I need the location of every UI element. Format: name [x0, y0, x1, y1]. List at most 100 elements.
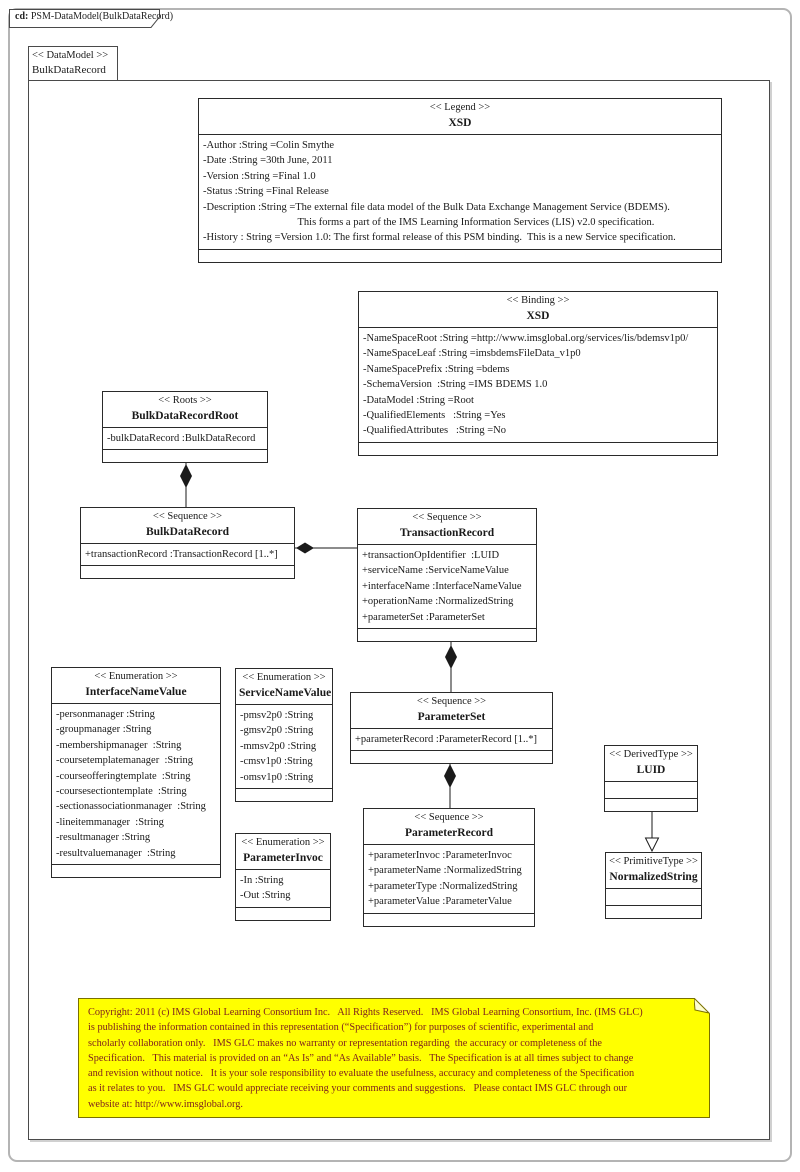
class-transactionrecord-stereotype: << Sequence >> [412, 512, 482, 523]
class-parameterinvoc-attributes: -In :String-Out :String [236, 870, 330, 908]
class-binding-attributes: -NameSpaceRoot :String =http://www.imsgl… [359, 328, 717, 443]
class-servicenamevalue: << Enumeration >> ServiceNameValue -pmsv… [235, 668, 333, 803]
attribute-line: -lineitemmanager :String [56, 816, 164, 828]
note-line: scholarly collaboration only. IMS GLC ma… [88, 1037, 603, 1049]
class-normalizedstring-operations-compartment [606, 906, 701, 918]
class-parameterset-stereotype: << Sequence >> [416, 696, 487, 707]
class-transactionrecord-attributes: +transactionOpIdentifier :LUID+serviceNa… [358, 545, 536, 630]
class-servicenamevalue-attributes: -pmsv2p0 :String-gmsv2p0 :String-mmsv2p0… [236, 705, 332, 790]
attribute-line: +parameterType :NormalizedString [368, 880, 518, 892]
attribute-line: -Author :String =Colin Smythe [203, 140, 335, 151]
attribute-line: +serviceName :ServiceNameValue [362, 565, 509, 577]
class-binding-name: XSD [526, 310, 550, 322]
datamodel-stereotype: << DataModel >> [32, 50, 109, 61]
outer-frame [8, 8, 792, 1162]
attribute-line: -NameSpacePrefix :String =bdems [363, 363, 510, 375]
attribute-line: -Status :String =Final Release [203, 186, 329, 198]
class-parameterrecord-header: << Sequence >> ParameterRecord [364, 809, 534, 845]
class-legend-header: << Legend >> XSD [199, 99, 721, 135]
note-line: as it relates to you. IMS GLC would appr… [88, 1083, 628, 1095]
attribute-line: -groupmanager :String [56, 724, 152, 736]
attribute-line: -pmsv2p0 :String [240, 710, 314, 721]
class-bulkdatarecordroot-operations-compartment [103, 450, 267, 462]
class-normalizedstring-attributes [606, 889, 701, 906]
class-normalizedstring: << PrimitiveType >> NormalizedString [605, 852, 702, 919]
class-parameterset-name: ParameterSet [417, 711, 486, 723]
class-parameterset-header: << Sequence >> ParameterSet [351, 693, 552, 729]
class-bulkdatarecord-name: BulkDataRecord [145, 526, 230, 538]
note-line: and revision without notice. It is your … [88, 1068, 635, 1080]
class-bulkdatarecord-stereotype: << Sequence >> [152, 511, 223, 522]
attribute-line: +interfaceName :InterfaceNameValue [362, 580, 522, 592]
attribute-line: -resultmanager :String [56, 832, 151, 844]
attribute-line: -courseofferingtemplate :String [56, 770, 191, 782]
class-interfacenamevalue-operations-compartment [52, 865, 220, 877]
class-parameterset: << Sequence >> ParameterSet +parameterRe… [350, 692, 553, 765]
class-normalizedstring-name: NormalizedString [609, 871, 698, 883]
note-fold-corner [694, 998, 710, 1014]
class-parameterinvoc-operations-compartment [236, 908, 330, 920]
class-interfacenamevalue: << Enumeration >> InterfaceNameValue -pe… [51, 667, 221, 879]
frame-tab-shape [9, 9, 160, 28]
class-bulkdatarecordroot-stereotype: << Roots >> [158, 395, 212, 406]
class-interfacenamevalue-name: InterfaceNameValue [85, 686, 187, 698]
class-transactionrecord-operations-compartment [358, 629, 536, 641]
attribute-line: -History : String =Version 1.0: The firs… [203, 232, 676, 244]
class-parameterrecord: << Sequence >> ParameterRecord +paramete… [363, 808, 535, 927]
class-bulkdatarecordroot: << Roots >> BulkDataRecordRoot -bulkData… [102, 391, 268, 464]
attribute-line: -personmanager :String [56, 709, 155, 720]
class-servicenamevalue-name: ServiceNameValue [239, 687, 332, 699]
class-binding: << Binding >> XSD -NameSpaceRoot :String… [358, 291, 718, 456]
class-luid-attributes [605, 782, 697, 799]
attribute-line: +parameterInvoc :ParameterInvoc [368, 850, 512, 861]
class-bulkdatarecordroot-header: << Roots >> BulkDataRecordRoot [103, 392, 267, 428]
attribute-line: +parameterRecord :ParameterRecord [1..*] [355, 734, 538, 745]
class-luid-header: << DerivedType >> LUID [605, 746, 697, 782]
copyright-note-text: Copyright: 2011 (c) IMS Global Learning … [88, 1005, 700, 1112]
attribute-line: -QualifiedAttributes :String =No [363, 425, 506, 437]
class-interfacenamevalue-header: << Enumeration >> InterfaceNameValue [52, 668, 220, 704]
attribute-line: -Version :String =Final 1.0 [203, 170, 316, 182]
class-bulkdatarecordroot-attributes: -bulkDataRecord :BulkDataRecord [103, 428, 267, 451]
attribute-line: -Date :String =30th June, 2011 [203, 155, 333, 167]
class-parameterrecord-attributes: +parameterInvoc :ParameterInvoc +paramete… [364, 845, 534, 914]
class-interfacenamevalue-attributes: -personmanager :String -groupmanager :Str… [52, 704, 220, 866]
attribute-line: -SchemaVersion :String =IMS BDEMS 1.0 [363, 379, 548, 391]
attribute-line: -In :String [240, 875, 284, 886]
note-line: website at: http://www.imsglobal.org. [88, 1098, 244, 1110]
class-luid-stereotype: << DerivedType >> [609, 749, 693, 760]
attribute-line: -membershipmanager :String [56, 739, 182, 751]
class-bulkdatarecordroot-name: BulkDataRecordRoot [131, 410, 239, 422]
attribute-line: This forms a part of the IMS Learning In… [203, 217, 655, 229]
datamodel-name: BulkDataRecord [32, 64, 106, 76]
attribute-line: +parameterSet :ParameterSet [362, 611, 485, 623]
attribute-line: -NameSpaceRoot :String =http://www.imsgl… [363, 333, 689, 344]
attribute-line: +operationName :NormalizedString [362, 596, 514, 608]
class-bulkdatarecord-attributes: +transactionRecord :TransactionRecord [1… [81, 544, 294, 567]
class-servicenamevalue-operations-compartment [236, 789, 332, 801]
class-parameterrecord-name: ParameterRecord [404, 827, 494, 839]
class-legend-name: XSD [448, 117, 472, 129]
class-binding-header: << Binding >> XSD [359, 292, 717, 328]
attribute-line: -NameSpaceLeaf :String =imsbdemsFileData… [363, 348, 581, 360]
attribute-line: -mmsv2p0 :String [240, 740, 317, 752]
class-servicenamevalue-stereotype: << Enumeration >> [242, 672, 326, 683]
class-binding-operations-compartment [359, 443, 717, 455]
attribute-line: -cmsv1p0 :String [240, 756, 313, 768]
attribute-line: -QualifiedElements :String =Yes [363, 410, 506, 422]
note-line: is publishing the information contained … [88, 1022, 594, 1034]
class-luid-name: LUID [636, 764, 666, 776]
inner-frame [28, 80, 770, 1140]
class-parameterinvoc: << Enumeration >> ParameterInvoc -In :St… [235, 833, 331, 921]
class-parameterinvoc-name: ParameterInvoc [243, 852, 323, 864]
note-line: Specification. This material is provided… [88, 1052, 634, 1064]
class-interfacenamevalue-stereotype: << Enumeration >> [94, 671, 178, 682]
frame-tab-label: cd: PSM-DataModel(BulkDataRecord) [15, 11, 173, 22]
class-bulkdatarecord: << Sequence >> BulkDataRecord +transacti… [80, 507, 295, 580]
attribute-line: -DataModel :String =Root [363, 394, 474, 406]
datamodel-frame-tab: << DataModel >> BulkDataRecord [28, 46, 118, 81]
class-transactionrecord-header: << Sequence >> TransactionRecord [358, 509, 536, 545]
class-parameterinvoc-header: << Enumeration >> ParameterInvoc [236, 834, 330, 870]
class-bulkdatarecord-operations-compartment [81, 566, 294, 578]
